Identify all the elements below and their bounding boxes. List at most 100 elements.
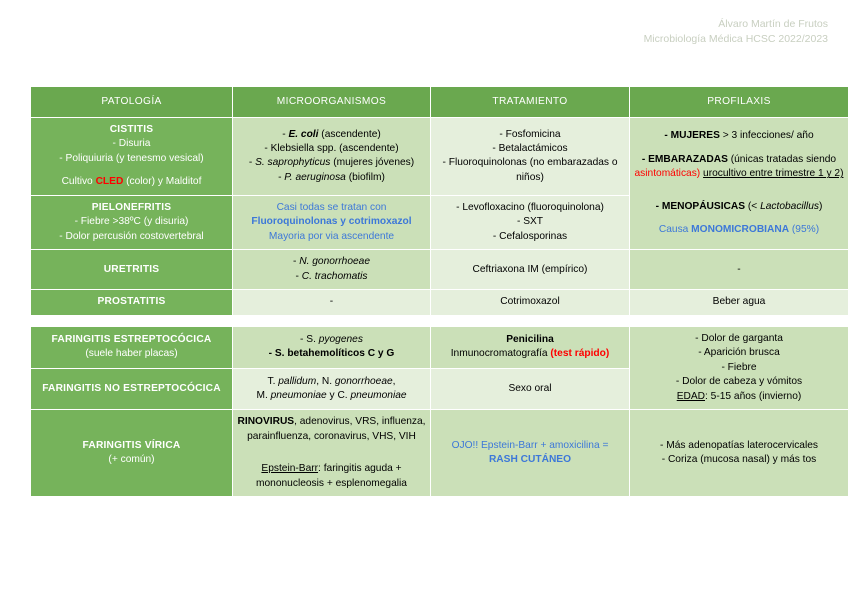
pathology-detail: - Poliquiuria (y tenesmo vesical) [59,152,204,164]
treatment-item: Ceftriaxona IM (empírico) [472,263,588,275]
highlight-test-rapido: (test rápido) [550,348,610,360]
prophylaxis-note: Causa MONOMICROBIANA (95%) [658,224,820,236]
urinary-infections-table: PATOLOGÍA MICROORGANISMOS TRATAMIENTO PR… [30,86,848,316]
course-name: Microbiología Médica HCSC 2022/2023 [643,33,828,46]
highlight-asintomaticas: asintomáticas) [634,168,701,180]
column-header-tratamiento: TRATAMIENTO [431,87,629,117]
table-row: URETRITIS - N. gonorrhoeae - C. trachoma… [31,250,848,290]
table-row: PIELONEFRITIS - Fiebre >38ºC (y disuria)… [31,195,848,250]
micro-item: - Klebsiella spp. (ascendente) [264,142,399,154]
prophylaxis-item: - Aparición brusca [698,347,780,359]
micro-item: T. pallidum, N. gonorrhoeae, [267,375,396,387]
cell-microorganisms-pielonefritis: Casi todas se tratan con Fluoroquinolona… [233,195,430,250]
pathology-title: URETRITIS [103,263,160,275]
prophylaxis-item: - Fiebre [721,361,757,373]
treatment-item: - Fosfomicina [499,128,561,140]
treatment-item: Cotrimoxazol [500,296,560,308]
micro-item: - P. aeruginosa (biofilm) [278,171,385,183]
treatment-item: Sexo oral [508,382,552,394]
cell-treatment-cistitis: - Fosfomicina - Betalactámicos - Fluoroq… [431,118,629,195]
cell-microorganisms-cistitis: - E. coli (ascendente) - Klebsiella spp.… [233,118,430,195]
micro-item: - S. saprophyticus (mujeres jóvenes) [248,157,415,169]
line-spacer [237,453,426,462]
micro-note: Fluoroquinolonas y cotrimoxazol [251,216,412,228]
pathology-detail: - Fiebre >38ºC (y disuria) [74,216,189,228]
micro-item: Epstein-Barr: faringitis aguda + mononuc… [256,463,407,489]
pathology-detail: (suele haber placas) [85,348,178,360]
line-spacer [634,144,844,153]
cell-treatment-faringitis-no-estreptococica: Sexo oral [431,368,629,410]
document-header: Álvaro Martín de Frutos Microbiología Mé… [644,17,828,47]
treatment-warning: OJO!! Epstein-Barr + amoxicilina = [451,439,609,451]
treatment-item: Penicilina [506,333,554,345]
cell-treatment-faringitis-virica: OJO!! Epstein-Barr + amoxicilina = RASH … [431,410,629,497]
treatment-item: - Fluoroquinolonas (no embarazadas o niñ… [442,157,618,183]
table-header-row: PATOLOGÍA MICROORGANISMOS TRATAMIENTO PR… [31,87,848,117]
prophylaxis-item: - Dolor de garganta [695,333,783,344]
prophylaxis-item: - MENOPÁUSICAS (< Lactobacillus) [655,200,823,212]
micro-item: - S. betahemolíticos C y G [268,348,395,360]
cell-microorganisms-faringitis-no-estreptococica: T. pallidum, N. gonorrhoeae, M. pneumoni… [233,368,430,410]
author-name: Álvaro Martín de Frutos [718,18,828,30]
cell-pathology-faringitis-virica: FARINGITIS VÍRICA (+ común) [31,410,232,497]
treatment-item: - SXT [516,216,544,228]
pathology-culture-note: Cultivo CLED (color) y Malditof [61,176,202,188]
micro-item: - [329,296,334,308]
line-spacer [634,214,844,223]
column-header-profilaxis: PROFILAXIS [630,87,848,117]
line-spacer [634,191,844,200]
cell-prophylaxis-faringitis-virica: - Más adenopatías laterocervicales - Cor… [630,410,848,497]
cell-pathology-cistitis: CISTITIS - Disuria - Poliquiuria (y tene… [31,118,232,195]
pathology-title: FARINGITIS ESTREPTOCÓCICA [51,333,212,345]
treatment-item: - Cefalosporinas [492,230,568,242]
line-spacer [35,166,228,175]
micro-note: Mayoria por via ascendente [268,230,395,242]
treatment-item: - Betalactámicos [492,142,568,154]
prophylaxis-item: - Más adenopatías laterocervicales [660,439,818,451]
prophylaxis-item: - [737,263,741,275]
cell-microorganisms-prostatitis: - [233,290,430,315]
pathology-title: PROSTATITIS [97,296,166,308]
table-row: FARINGITIS VÍRICA (+ común) RINOVIRUS, a… [31,410,848,497]
pathology-detail: - Dolor percusión costovertebral [59,230,204,242]
cell-pathology-pielonefritis: PIELONEFRITIS - Fiebre >38ºC (y disuria)… [31,195,232,250]
table-row: FARINGITIS NO ESTREPTOCÓCICA T. pallidum… [31,368,848,410]
treatment-item: Inmunocromatografía (test rápido) [450,348,610,360]
cell-pathology-uretritis: URETRITIS [31,250,232,290]
cell-treatment-faringitis-estreptococica: Penicilina Inmunocromatografía (test ráp… [431,327,629,368]
cell-treatment-prostatitis: Cotrimoxazol [431,290,629,315]
pathology-title: FARINGITIS NO ESTREPTOCÓCICA [42,382,221,394]
cell-microorganisms-faringitis-virica: RINOVIRUS, adenovirus, VRS, influenza, p… [233,410,430,497]
table-row: CISTITIS - Disuria - Poliquiuria (y tene… [31,118,848,250]
table-row: PROSTATITIS - Cotrimoxazol Beber agua [31,290,848,315]
pathology-detail: - Disuria [112,138,151,150]
prophylaxis-item: - MUJERES > 3 infecciones/ año [664,130,814,142]
highlight-cled: CLED [95,176,124,188]
prophylaxis-item: - Dolor de cabeza y vómitos [675,376,803,388]
line-spacer [634,182,844,191]
treatment-item: - Levofloxacino (fluoroquinolona) [456,201,604,213]
cell-treatment-pielonefritis: - Levofloxacino (fluoroquinolona) - SXT … [431,195,629,250]
cell-microorganisms-uretritis: - N. gonorrhoeae - C. trachomatis [233,250,430,290]
cell-pathology-faringitis-no-estreptococica: FARINGITIS NO ESTREPTOCÓCICA [31,368,232,410]
cell-microorganisms-faringitis-estreptococica: - S. pyogenes - S. betahemolíticos C y G [233,327,430,368]
column-header-patologia: PATOLOGÍA [31,87,232,117]
micro-item: - C. trachomatis [295,270,368,282]
table-row: FARINGITIS ESTREPTOCÓCICA (suele haber p… [31,327,848,410]
micro-item: RINOVIRUS, adenovirus, VRS, influenza, p… [237,416,426,442]
cell-prophylaxis-prostatitis: Beber agua [630,290,848,315]
line-spacer [237,444,426,453]
prophylaxis-item: Beber agua [712,296,766,308]
pathology-detail: (+ común) [108,454,155,466]
pathology-title: CISTITIS [109,124,154,135]
cell-prophylaxis-cistitis-pielonefritis: - MUJERES > 3 infecciones/ año - EMBARAZ… [630,118,848,250]
prophylaxis-item: EDAD: 5-15 años (invierno) [676,390,802,402]
pathology-title: FARINGITIS VÍRICA [82,439,181,451]
cell-pathology-faringitis-estreptococica: FARINGITIS ESTREPTOCÓCICA (suele haber p… [31,327,232,368]
cell-prophylaxis-faringitis-estreptococica: - Dolor de garganta - Aparición brusca -… [630,327,848,410]
prophylaxis-item: - Coriza (mucosa nasal) y más tos [661,454,817,466]
treatment-warning: RASH CUTÁNEO [488,454,572,466]
micro-item: - N. gonorrhoeae [292,256,371,268]
column-header-microorganismos: MICROORGANISMOS [233,87,430,117]
